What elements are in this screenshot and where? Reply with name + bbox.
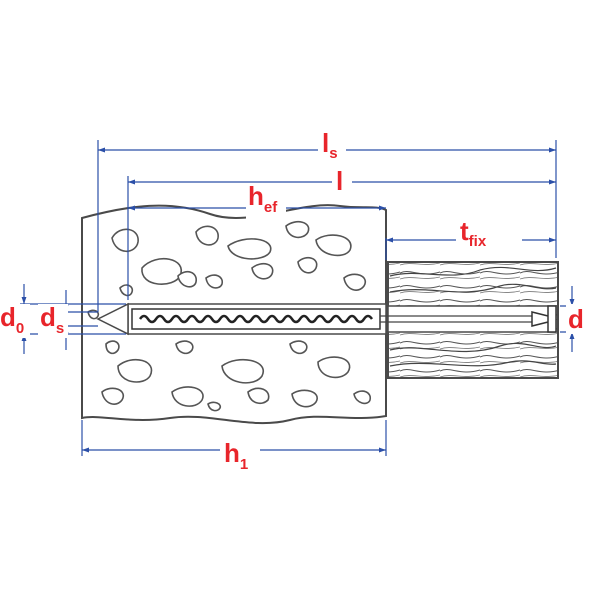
screw-thread xyxy=(138,314,374,324)
label-ds: ds xyxy=(40,302,64,337)
label-hef: hef xyxy=(248,181,278,216)
anchor-assembly xyxy=(96,302,557,336)
anchor-tip xyxy=(96,302,129,336)
label-d: d xyxy=(568,304,584,334)
screw-head xyxy=(531,305,557,333)
label-d0: d0 xyxy=(0,302,24,337)
anchor-sleeve xyxy=(131,308,381,330)
label-h1: h1 xyxy=(224,438,248,473)
screw-shank xyxy=(380,315,548,323)
dimension-labels: ls l hef tfix h1 d0 ds d xyxy=(0,128,588,474)
label-tfix: tfix xyxy=(460,216,487,250)
label-ls: ls xyxy=(322,128,338,162)
clearance-hole xyxy=(387,305,557,333)
aggregate-stones xyxy=(87,220,372,412)
label-l: l xyxy=(336,166,343,196)
wood-grain-lines xyxy=(389,266,557,367)
